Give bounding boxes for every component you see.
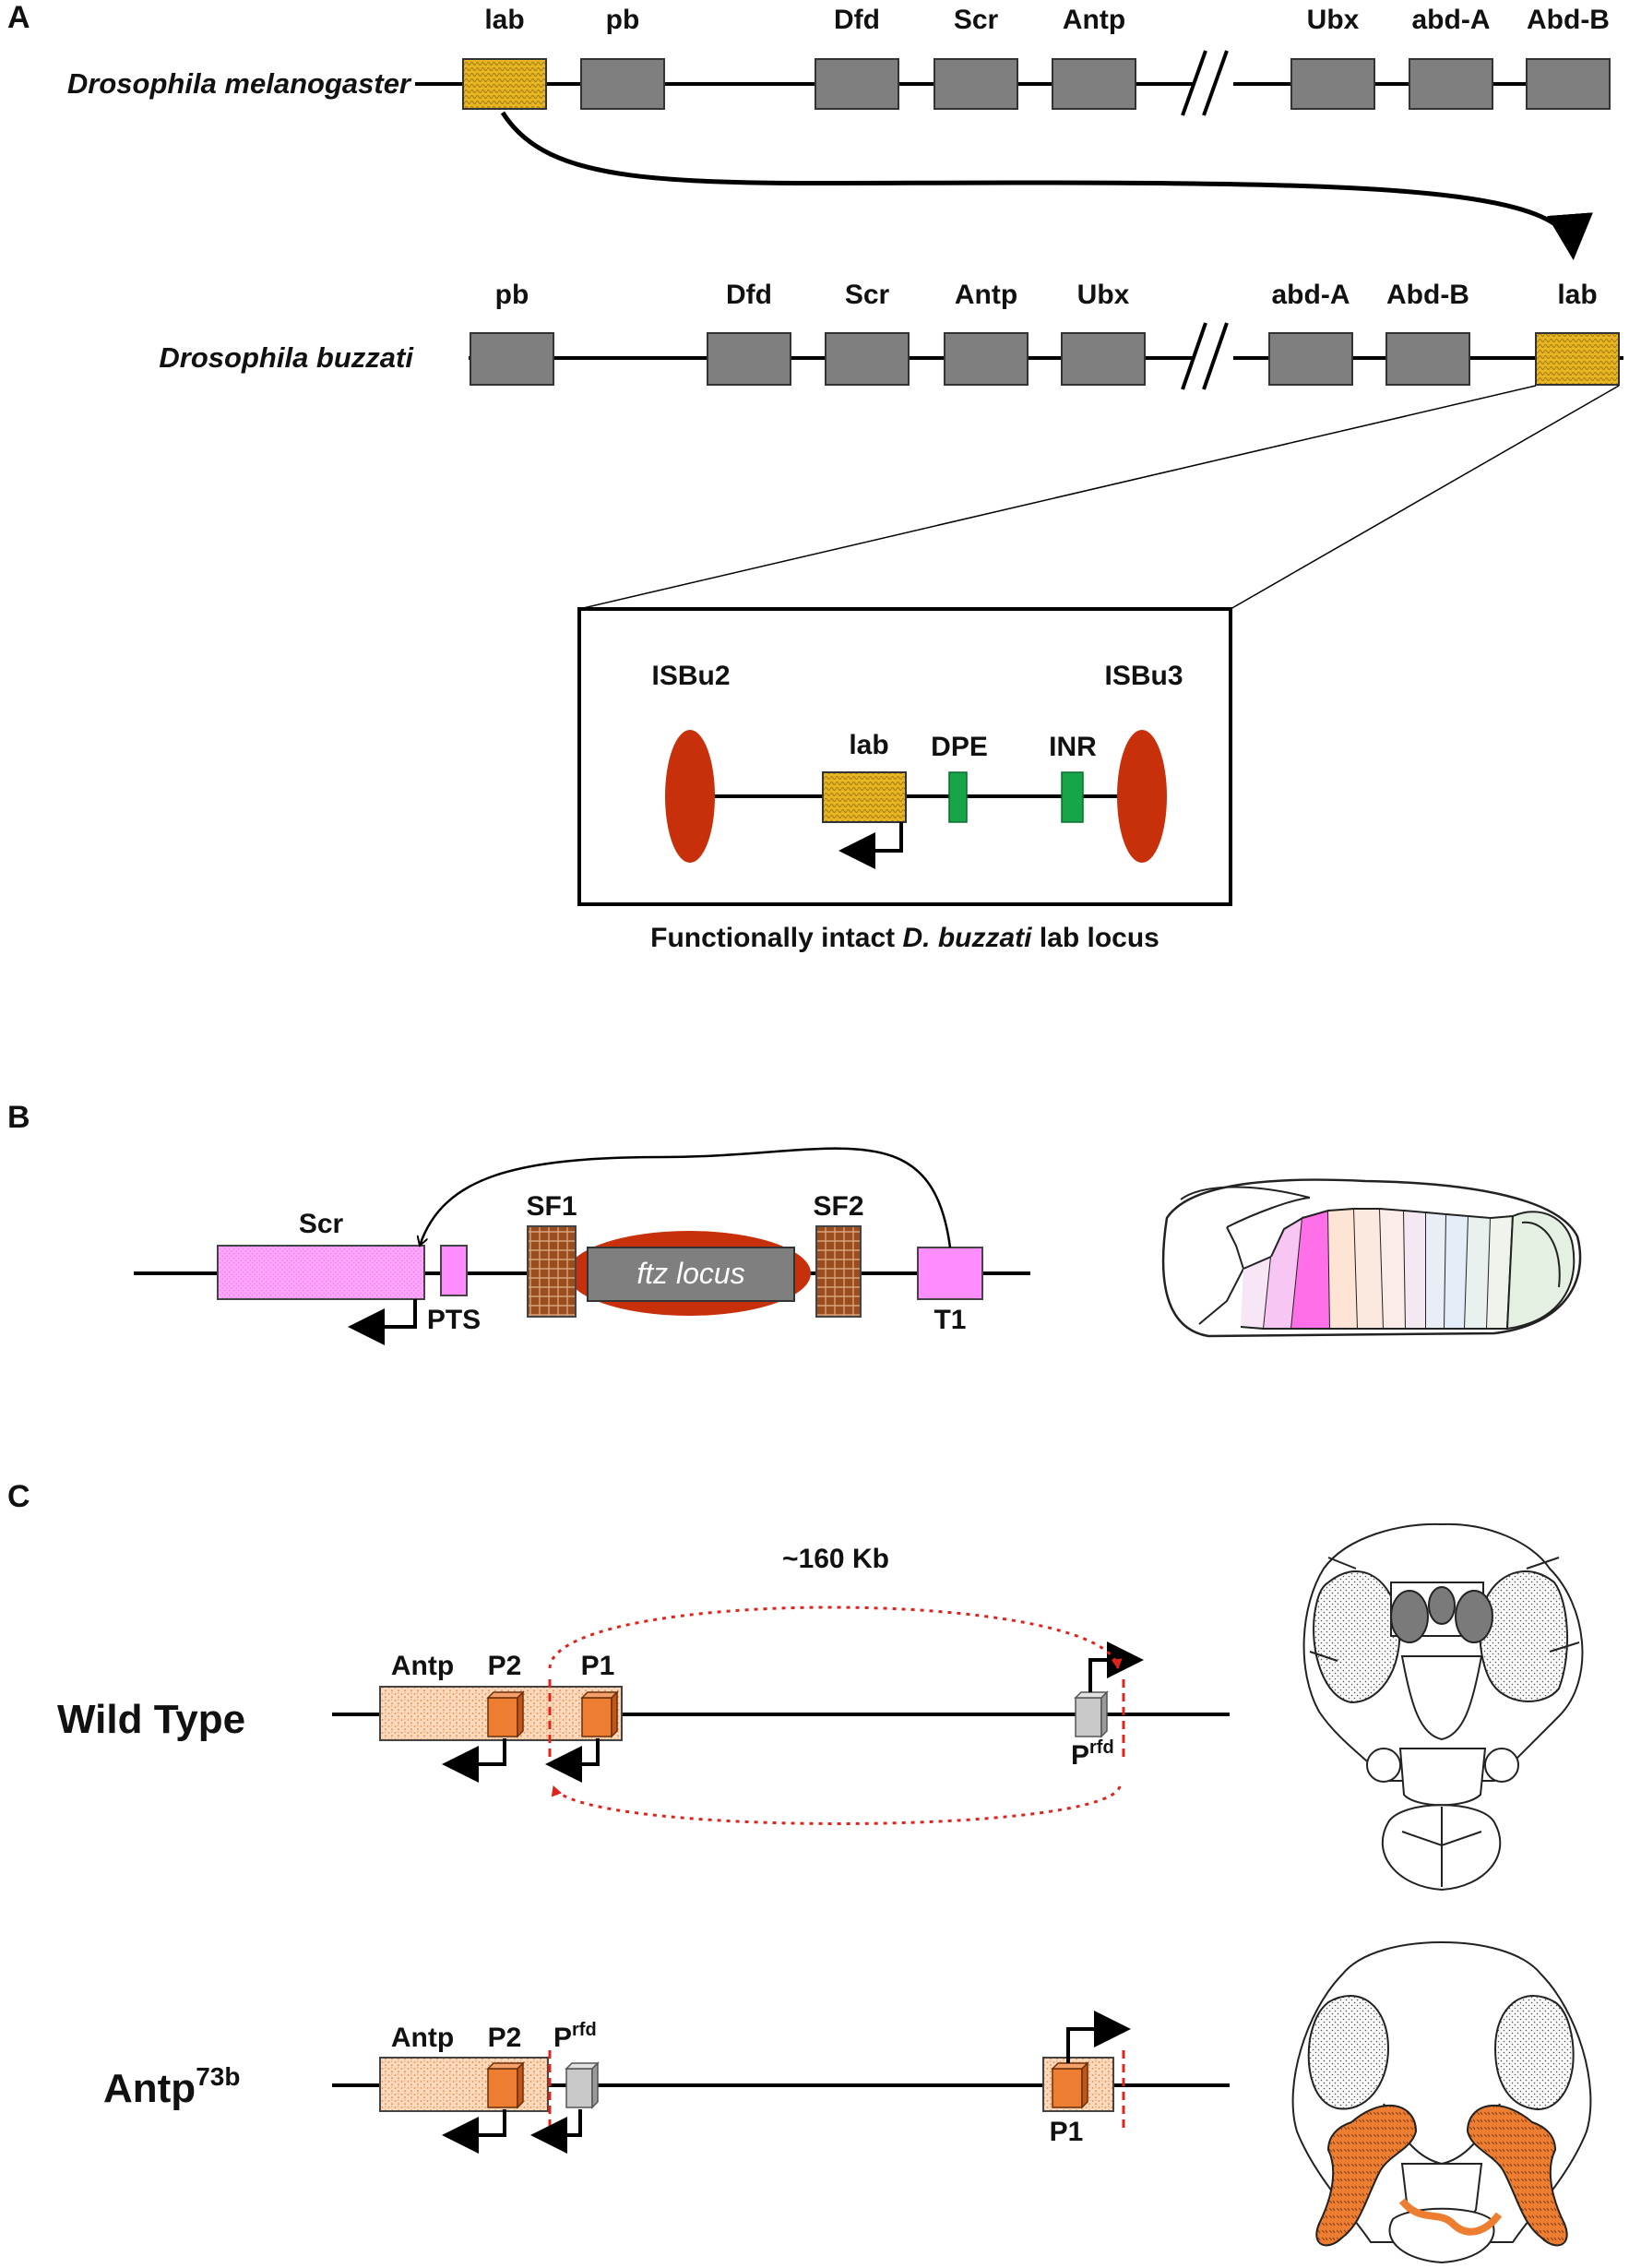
mut-p2-label: P2 [488,2023,522,2053]
wt-p1-promoter [580,1690,619,1738]
pts-element [440,1245,468,1296]
distance-label: ~160 Kb [782,1544,889,1574]
mut-prfd-label: Prfd [553,2020,597,2053]
buz-label-dfd: Dfd [726,280,772,310]
zoom-line-left [578,385,1537,610]
wt-p1-label: P1 [581,1651,615,1681]
species-buzzati: Drosophila buzzati [159,341,414,374]
panel-a-label: A [7,0,30,35]
sf2-boundary [815,1225,862,1318]
mel-label-dfd: Dfd [834,5,880,35]
buz-gene-abd-b [1385,332,1470,386]
mut-p2-promoter [486,2061,525,2109]
isbu2-label: ISBu2 [651,661,730,691]
dpe-element [948,771,968,823]
buz-gene-scr [825,332,910,386]
inset-caption: Functionally intact D. buzzati lab locus [650,923,1159,953]
inr-label: INR [1049,732,1097,762]
mutant-fly-head [1291,1940,1592,2264]
sf1-boundary [527,1225,577,1318]
mel-gene-antp [1052,58,1136,110]
mut-prfd-arrow [530,2109,582,2154]
ftz-locus [587,1247,795,1302]
buz-label-lab: lab [1557,280,1597,310]
panel-c-label: C [7,1479,30,1514]
buz-gene-antp [944,332,1029,386]
embryo-illustration [1161,1178,1582,1338]
mel-label-abd-a: abd-A [1412,5,1491,35]
buz-label-antp: Antp [955,280,1017,310]
t1-element [917,1247,983,1300]
inversion-arrow-top [548,1606,1123,1669]
wildtype-fly-head [1302,1522,1584,1892]
buz-label-abd-b: Abd-B [1386,280,1469,310]
buz-gene-abd-a [1268,332,1353,386]
pts-label: PTS [427,1305,481,1335]
wt-prfd-arrow [1088,1641,1144,1692]
mel-label-antp: Antp [1063,5,1125,35]
wt-p2-label: P2 [488,1651,522,1681]
mel-gene-scr [933,58,1018,110]
buz-gene-dfd [707,332,791,386]
wt-p2-promoter [486,1690,525,1738]
panel-b-label: B [7,1100,30,1135]
buz-label-pb: pb [495,280,529,310]
wt-p1-arrow [545,1738,600,1783]
wt-p2-arrow [442,1738,506,1783]
wt-prfd-label: Prfd [1071,1737,1114,1771]
inset-lab-gene [822,771,907,823]
wt-prfd-promoter [1074,1690,1109,1738]
wt-antp-label: Antp [391,1651,454,1681]
inversion-arrow-bottom [551,1785,1122,1825]
lab-transcription-arrow [838,822,903,869]
species-melanogaster: Drosophila melanogaster [67,67,412,100]
mut-p1-promoter [1051,2061,1089,2109]
buz-gene-pb [470,332,554,386]
scr-transcription-arrow [348,1299,417,1345]
inset-lab-label: lab [849,730,888,760]
t1-label: T1 [933,1305,966,1335]
mel-gene-abd-a [1409,58,1493,110]
mel-label-abd-b: Abd-B [1527,5,1610,35]
mel-gene-lab [462,58,547,110]
mel-gene-ubx [1290,58,1375,110]
isbu2-insulator [665,730,715,863]
mut-p1-label: P1 [1050,2117,1084,2147]
inr-element [1061,771,1084,823]
t1-to-scr-arrow [420,1147,952,1248]
mutant-title: Antp73b [103,2062,240,2111]
mel-label-scr: Scr [954,5,999,35]
isbu3-insulator [1117,730,1167,863]
scr-label: Scr [299,1209,344,1239]
sf1-label: SF1 [526,1191,577,1222]
mel-label-pb: pb [606,5,640,35]
mel-gene-pb [580,58,665,110]
mel-label-lab: lab [484,5,524,35]
mut-p2-arrow [442,2109,506,2154]
mel-gene-dfd [815,58,899,110]
ftz-locus-label: ftz locus [636,1257,744,1290]
mut-antp-label: Antp [391,2023,454,2053]
mel-gene-abd-b [1526,58,1611,110]
scr-gene [217,1245,425,1300]
buz-gene-lab [1535,332,1620,386]
mut-prfd-promoter [565,2061,600,2109]
lab-relocation-arrow [500,111,1593,260]
mel-label-ubx: Ubx [1307,5,1360,35]
buz-label-abd-a: abd-A [1272,280,1350,310]
zoom-line-right [1230,385,1620,610]
sf2-label: SF2 [813,1191,863,1222]
wildtype-title: Wild Type [57,1697,245,1742]
buz-gene-ubx [1061,332,1146,386]
mut-p1-arrow [1066,2011,1131,2063]
buz-label-ubx: Ubx [1077,280,1130,310]
buz-label-scr: Scr [845,280,890,310]
dpe-label: DPE [931,732,988,762]
isbu3-label: ISBu3 [1104,661,1183,691]
